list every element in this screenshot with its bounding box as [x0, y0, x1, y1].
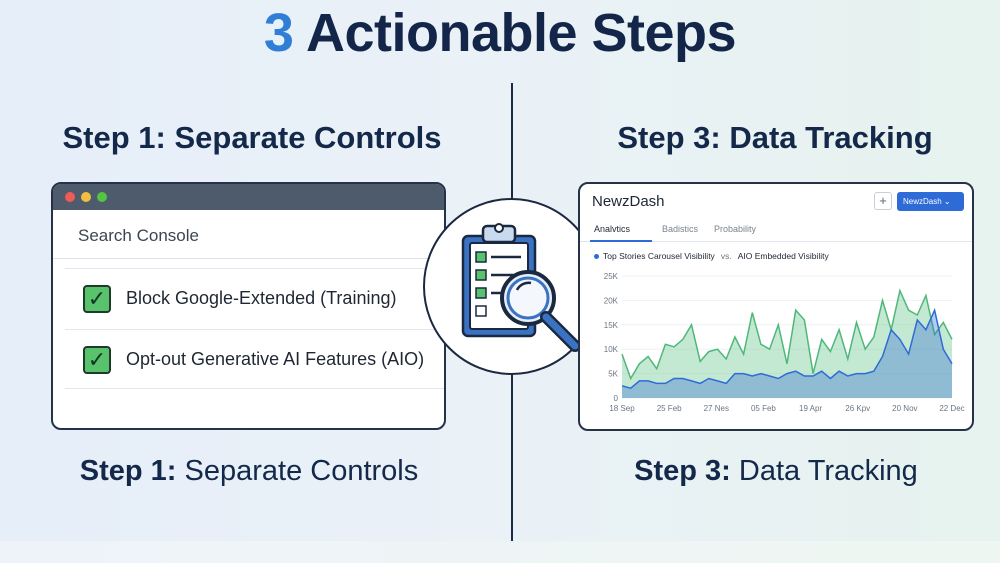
- checkbox-checked-icon[interactable]: ✓: [83, 346, 111, 374]
- x-tick-label: 27 Nes: [704, 404, 729, 413]
- checkbox-label: Block Google-Extended (Training): [126, 288, 397, 308]
- y-tick-label: 0: [614, 394, 619, 403]
- window-title: Search Console: [78, 226, 199, 245]
- step1-caption-bold: Step 1:: [79, 455, 177, 487]
- title-text: Actionable Steps: [293, 3, 737, 63]
- checkbox-row-aio-opt-out[interactable]: ✓ Opt-out Generative AI Features (AIO): [65, 329, 444, 389]
- tab-probability[interactable]: Probability: [714, 224, 757, 234]
- step3-caption-bold: Step 3:: [634, 455, 731, 487]
- y-tick-label: 5K: [608, 370, 618, 379]
- close-window-dot[interactable]: [65, 192, 75, 202]
- tab-badistics[interactable]: Badistics: [662, 224, 699, 234]
- checkbox-checked-icon[interactable]: ✓: [83, 285, 111, 313]
- newzdash-dashboard: NewzDash + NewzDash ⌄ Analvtics Badistic…: [578, 182, 974, 431]
- window-titlebar: [53, 184, 444, 210]
- dashboard-title: NewzDash: [592, 193, 665, 210]
- step3-caption-rest: Data Tracking: [730, 455, 918, 487]
- x-tick-label: 18 Sep: [609, 404, 635, 413]
- series-line-1: [621, 307, 953, 390]
- chart-legend: Top Stories Carousel Visibility vs. AIO Em…: [594, 251, 829, 261]
- step1-caption: Step 1: Separate Controls: [29, 455, 469, 488]
- clipboard-magnifier-icon: [423, 198, 600, 375]
- y-tick-label: 15K: [604, 321, 619, 330]
- minimize-window-dot[interactable]: [81, 192, 91, 202]
- y-tick-label: 10K: [604, 345, 619, 354]
- checkbox-row-google-extended[interactable]: ✓ Block Google-Extended (Training): [65, 268, 444, 328]
- account-dropdown-button[interactable]: NewzDash ⌄: [897, 192, 964, 211]
- y-tick-label: 25K: [604, 272, 619, 281]
- search-console-window: Search Console ✓ Block Google-Extended (…: [51, 182, 446, 430]
- checkbox-label: Opt-out Generative AI Features (AIO): [126, 349, 425, 369]
- series-area-1: [622, 310, 952, 398]
- title-number: 3: [263, 3, 294, 63]
- x-tick-label: 25 Feb: [657, 404, 682, 413]
- series-line-0: [621, 288, 953, 381]
- add-button[interactable]: +: [874, 192, 892, 210]
- y-tick-label: 20K: [604, 296, 619, 305]
- x-tick-label: 26 Kpv: [845, 404, 870, 413]
- x-tick-label: 19 Apr: [799, 404, 822, 413]
- step1-heading: Step 1: Separate Controls: [62, 120, 442, 155]
- dashboard-tabs: Analvtics Badistics Probability: [580, 218, 972, 242]
- x-tick-label: 22 Dec: [939, 404, 964, 413]
- legend-vs: vs.: [720, 251, 732, 261]
- legend-dot-icon: [594, 254, 599, 260]
- series-area-0: [622, 290, 952, 398]
- legend-series-b: AIO Embedded Visibility: [737, 251, 829, 261]
- page-title: 3 Actionable Steps: [0, 2, 1000, 64]
- active-tab-indicator: [590, 240, 652, 242]
- legend-series-a: Top Stories Carousel Visibility: [603, 251, 715, 261]
- step3-heading: Step 3: Data Tracking: [617, 120, 933, 155]
- x-tick-label: 20 Nov: [892, 404, 917, 413]
- step1-caption-rest: Separate Controls: [176, 455, 419, 487]
- maximize-window-dot[interactable]: [97, 192, 107, 202]
- window-separator: [53, 258, 444, 259]
- bottom-strip: [0, 541, 1000, 563]
- step3-caption: Step 3: Data Tracking: [556, 455, 996, 488]
- tab-analytics[interactable]: Analvtics: [594, 224, 631, 234]
- visibility-area-chart: 0 5K 10K 15K 20K 25K 18 Sep 25 Feb 27 Nes 05 Feb 1…: [604, 272, 965, 413]
- x-tick-label: 05 Feb: [751, 404, 776, 413]
